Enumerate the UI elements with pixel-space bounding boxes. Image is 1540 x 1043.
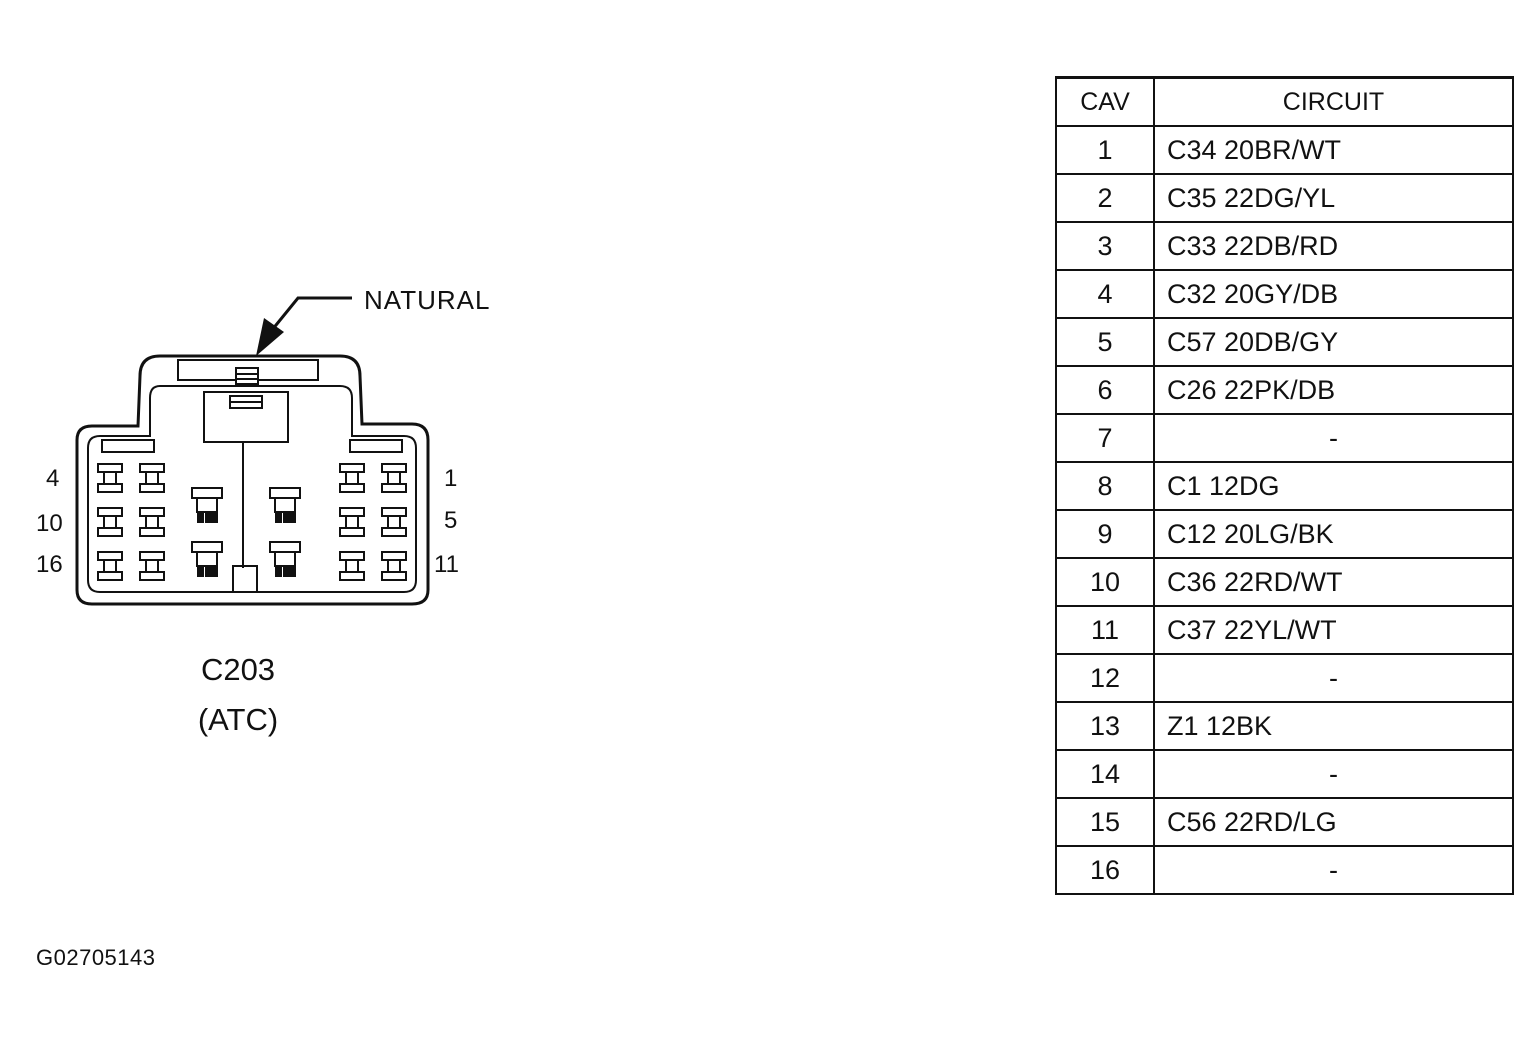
circuit-cell: C35 22DG/YL (1153, 173, 1514, 223)
cavity-label-10: 10 (36, 510, 63, 537)
cav-cell: 4 (1055, 269, 1155, 319)
cav-cell: 5 (1055, 317, 1155, 367)
circuit-cell: C1 12DG (1153, 461, 1514, 511)
cav-cell: 6 (1055, 365, 1155, 415)
circuit-cell: - (1153, 749, 1514, 799)
table-row: 14- (1055, 749, 1514, 799)
cavity-label-16: 16 (36, 551, 63, 578)
cav-cell: 9 (1055, 509, 1155, 559)
cav-cell: 8 (1055, 461, 1155, 511)
connector-subtitle: (ATC) (198, 702, 278, 737)
cav-cell: 11 (1055, 605, 1155, 655)
circuit-cell: C12 20LG/BK (1153, 509, 1514, 559)
circuit-cell: C37 22YL/WT (1153, 605, 1514, 655)
cav-cell: 2 (1055, 173, 1155, 223)
figure-id: G02705143 (36, 945, 156, 970)
cavity-terminals-center (191, 487, 301, 577)
circuit-cell: C57 20DB/GY (1153, 317, 1514, 367)
table-row: 7- (1055, 413, 1514, 463)
circuit-cell: C26 22PK/DB (1153, 365, 1514, 415)
cav-cell: 15 (1055, 797, 1155, 847)
circuit-cell: C34 20BR/WT (1153, 125, 1514, 175)
connector-name: C203 (201, 652, 275, 687)
cav-cell: 3 (1055, 221, 1155, 271)
cavity-label-1: 1 (444, 465, 457, 492)
circuit-cell: - (1153, 413, 1514, 463)
cavity-terminals-left (97, 463, 165, 581)
connector-diagram: NATURAL (36, 285, 490, 737)
circuit-cell: C33 22DB/RD (1153, 221, 1514, 271)
cav-cell: 1 (1055, 125, 1155, 175)
table-header-row: CAV CIRCUIT (1055, 76, 1514, 127)
circuit-cell: - (1153, 845, 1514, 895)
connector-housing (75, 354, 430, 606)
circuit-cell: C36 22RD/WT (1153, 557, 1514, 607)
cavity-label-4: 4 (46, 465, 59, 492)
header-cav: CAV (1055, 76, 1155, 127)
cav-cell: 16 (1055, 845, 1155, 895)
circuit-cell: - (1153, 653, 1514, 703)
cav-cell: 10 (1055, 557, 1155, 607)
header-circuit: CIRCUIT (1153, 76, 1514, 127)
connector-color-label: NATURAL (364, 285, 490, 315)
table-row: 16- (1055, 845, 1514, 895)
locking-latch (177, 359, 319, 593)
cav-cell: 12 (1055, 653, 1155, 703)
cav-cell: 13 (1055, 701, 1155, 751)
circuit-cell: C56 22RD/LG (1153, 797, 1514, 847)
cavity-terminals-right (339, 463, 407, 581)
cavity-label-5: 5 (444, 507, 457, 534)
cav-cell: 14 (1055, 749, 1155, 799)
cav-cell: 7 (1055, 413, 1155, 463)
arrow-icon (256, 296, 352, 356)
table-row: 12- (1055, 653, 1514, 703)
cavity-label-11: 11 (434, 551, 459, 578)
circuit-cell: Z1 12BK (1153, 701, 1514, 751)
circuit-cell: C32 20GY/DB (1153, 269, 1514, 319)
